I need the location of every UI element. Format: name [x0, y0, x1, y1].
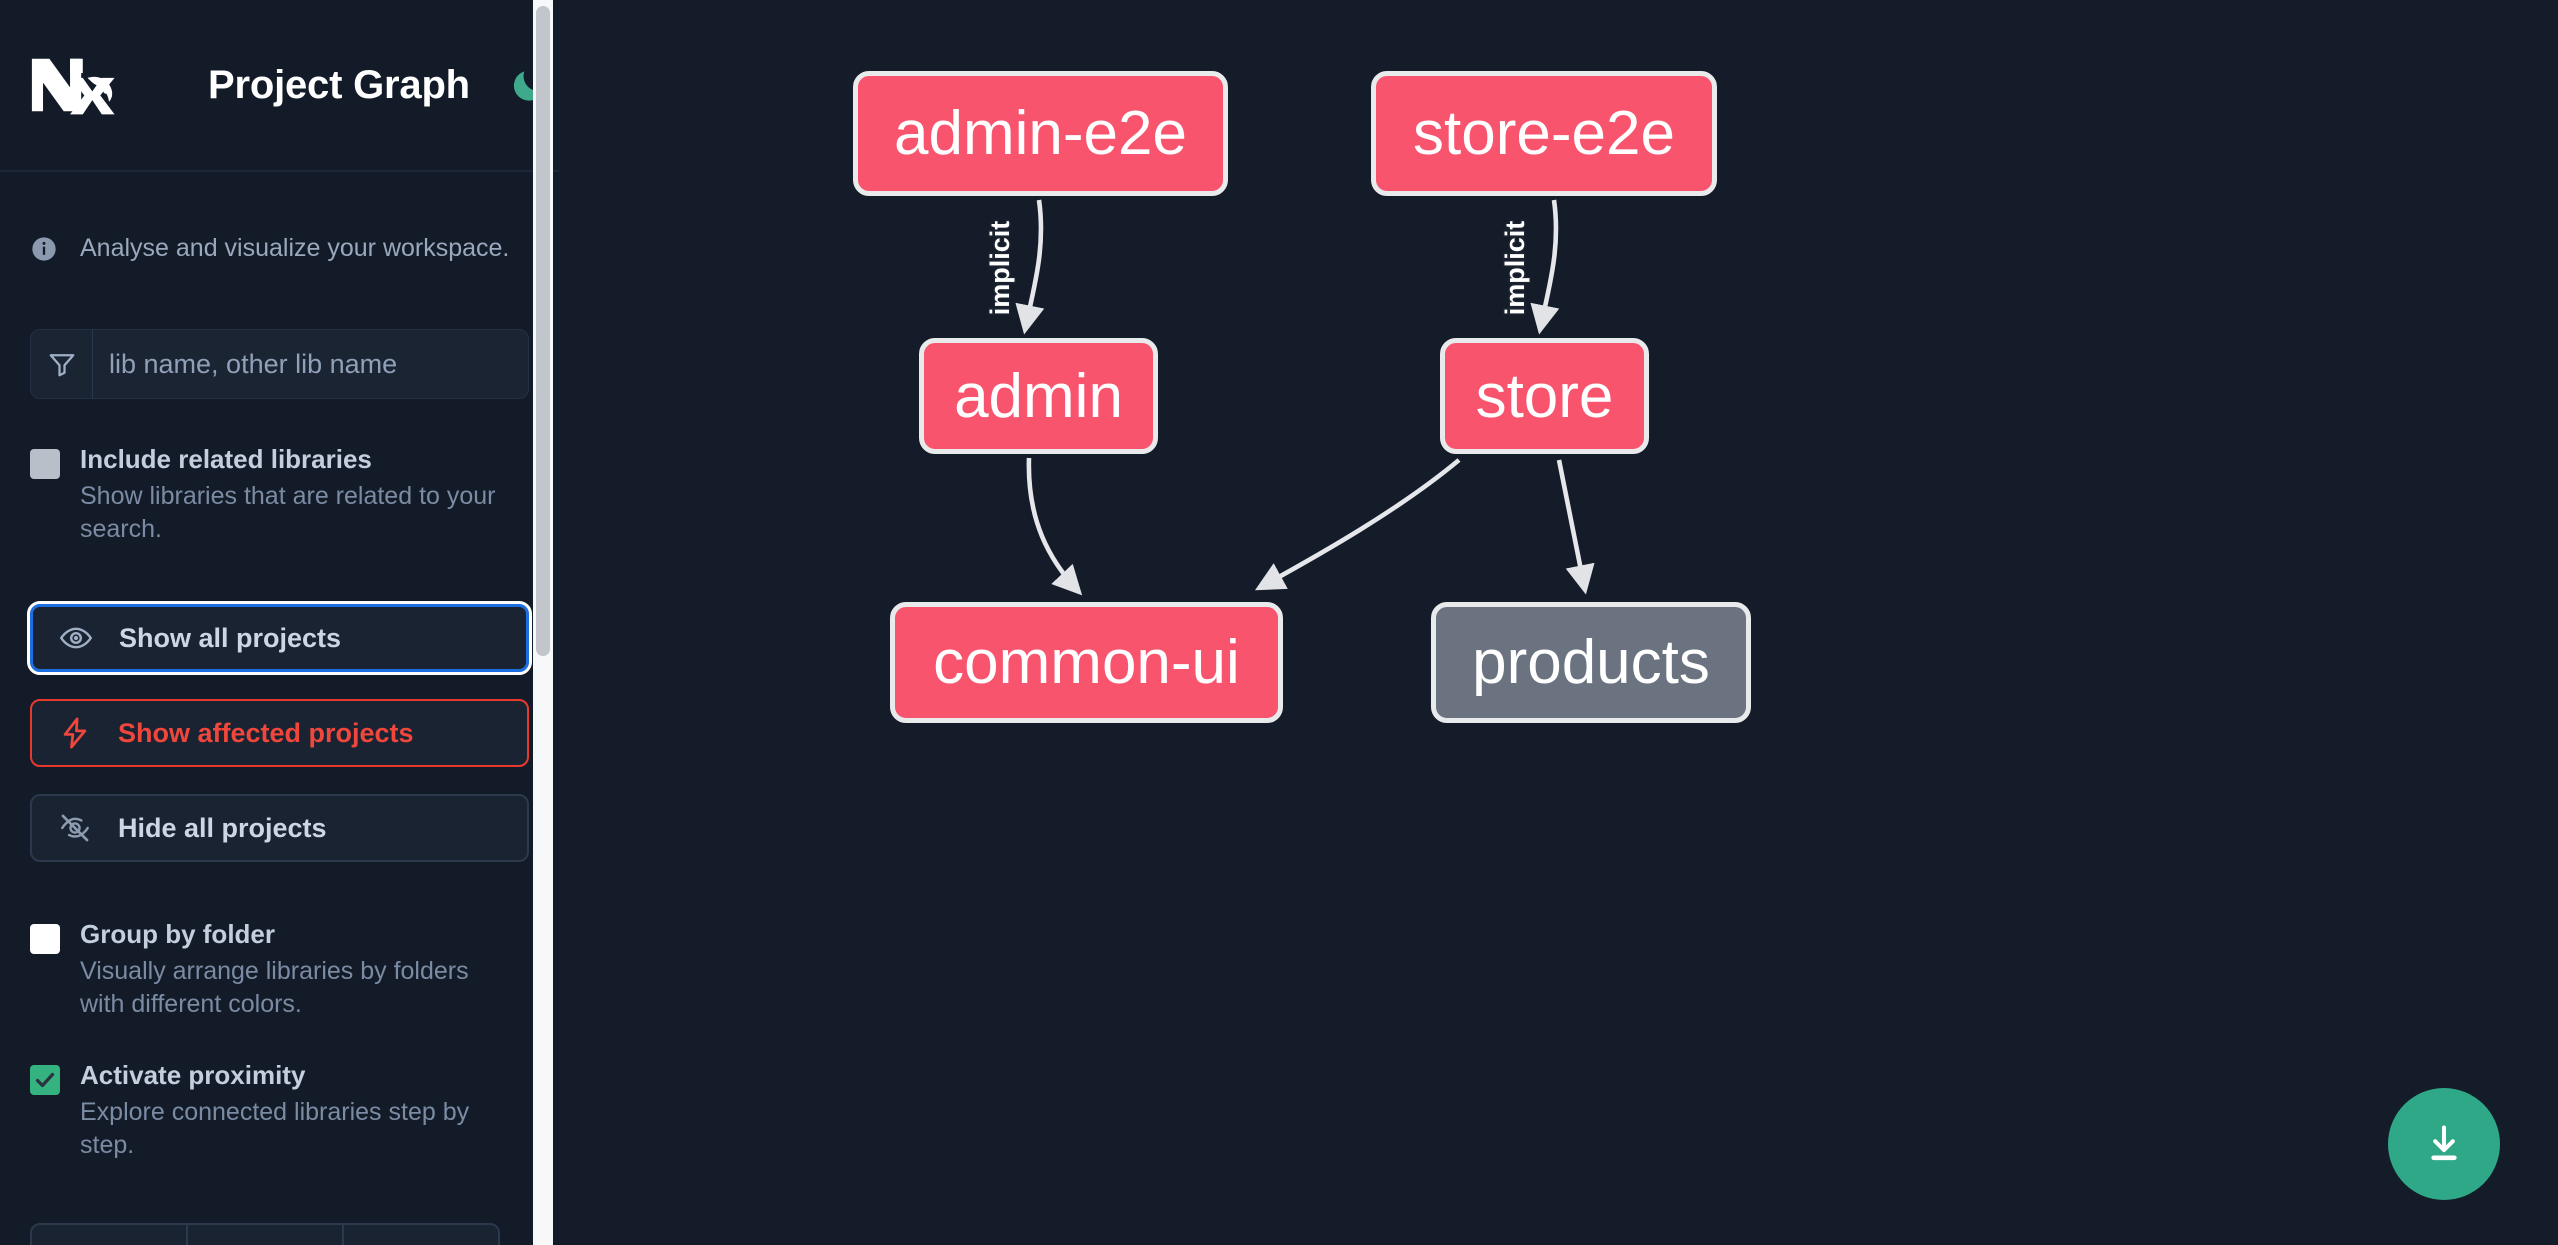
- download-icon: [2431, 1125, 2457, 1161]
- graph-node-label: store-e2e: [1413, 99, 1675, 168]
- graph-node-label: products: [1472, 628, 1710, 697]
- show-affected-projects-label: Show affected projects: [118, 717, 414, 748]
- checkbox-desc-group-by-folder: Visually arrange libraries by folders wi…: [80, 957, 469, 1019]
- checkbox-row-activate-proximity[interactable]: Activate proximity Explore connected lib…: [0, 1061, 559, 1162]
- graph-node-products[interactable]: products: [1431, 602, 1751, 723]
- graph-node-common-ui[interactable]: common-ui: [890, 602, 1283, 723]
- checkbox-desc-include-related-libraries: Show libraries that are related to your …: [80, 482, 496, 544]
- checkbox-label-include-related-libraries: Include related libraries: [80, 444, 372, 474]
- show-all-projects-label: Show all projects: [119, 622, 342, 653]
- proximity-segment-3[interactable]: [344, 1225, 498, 1245]
- sidebar-scrollbar[interactable]: [533, 0, 553, 1245]
- graph-node-store[interactable]: store: [1440, 338, 1649, 454]
- edge-admin-e2e-to-admin: [1015, 199, 1045, 335]
- show-all-projects-button[interactable]: Show all projects: [27, 601, 532, 676]
- download-button[interactable]: [2388, 1088, 2500, 1200]
- graph-node-label: store: [1475, 361, 1614, 431]
- graph-node-label: admin: [954, 361, 1123, 431]
- analyse-info-text: Analyse and visualize your workspace.: [80, 234, 510, 262]
- checkbox-label-activate-proximity: Activate proximity: [80, 1060, 306, 1091]
- sidebar-content: Project Graph Analyse and visualize your…: [0, 0, 559, 1245]
- eye-icon: [59, 621, 93, 655]
- proximity-segment-2[interactable]: [188, 1225, 344, 1245]
- edge-store-e2e-to-store: [1530, 199, 1560, 335]
- graph-edges-layer: implicit implicit: [983, 199, 1595, 596]
- edge-label-group: implicit implicit: [983, 219, 1531, 317]
- visibility-button-group: Show all projects Show affected projects: [27, 601, 532, 863]
- filter-funnel-icon: [31, 330, 93, 398]
- eye-off-icon: [58, 811, 92, 845]
- checkbox-group-by-folder[interactable]: [30, 924, 60, 955]
- checkbox-row-include-related-libraries[interactable]: Include related libraries Show libraries…: [0, 444, 559, 546]
- edge-store-to-products: [1556, 459, 1595, 595]
- checkbox-row-group-by-folder[interactable]: Group by folder Visually arrange librari…: [0, 919, 559, 1021]
- show-affected-projects-button[interactable]: Show affected projects: [30, 699, 529, 768]
- search-input[interactable]: [93, 330, 528, 398]
- graph-node-admin-e2e[interactable]: admin-e2e: [853, 71, 1228, 196]
- checkbox-desc-activate-proximity: Explore connected libraries step by step…: [80, 1098, 470, 1160]
- graph-node-label: admin-e2e: [894, 99, 1187, 168]
- checkbox-activate-proximity[interactable]: [30, 1065, 60, 1096]
- analyse-info-row: Analyse and visualize your workspace.: [0, 234, 559, 263]
- proximity-step-segmented-control[interactable]: [30, 1223, 500, 1245]
- graph-node-admin[interactable]: admin: [919, 338, 1158, 454]
- search-field-wrapper: [30, 329, 529, 399]
- checkbox-include-related-libraries[interactable]: [30, 449, 60, 479]
- nx-logo-icon: [30, 54, 126, 116]
- graph-canvas[interactable]: implicit implicit admin-e2e store-e2e ad…: [559, 0, 2558, 1245]
- edge-admin-to-common-ui: [1026, 457, 1083, 596]
- edge-store-to-common-ui: [1254, 458, 1461, 591]
- sidebar: Project Graph Analyse and visualize your…: [0, 0, 559, 1245]
- checkbox-label-group-by-folder: Group by folder: [80, 919, 275, 950]
- graph-node-store-e2e[interactable]: store-e2e: [1371, 71, 1717, 196]
- edge-label-implicit-admin: implicit: [985, 221, 1015, 316]
- lightning-icon: [58, 716, 92, 750]
- sidebar-scrollbar-thumb[interactable]: [536, 6, 550, 656]
- edge-label-implicit-store: implicit: [1500, 221, 1530, 316]
- sidebar-header: Project Graph: [0, 0, 559, 172]
- proximity-segment-1[interactable]: [32, 1225, 188, 1245]
- hide-all-projects-label: Hide all projects: [118, 812, 327, 843]
- page-title: Project Graph: [208, 62, 470, 107]
- hide-all-projects-button[interactable]: Hide all projects: [30, 794, 529, 863]
- info-circle-icon: [30, 235, 58, 263]
- graph-node-label: common-ui: [933, 628, 1240, 697]
